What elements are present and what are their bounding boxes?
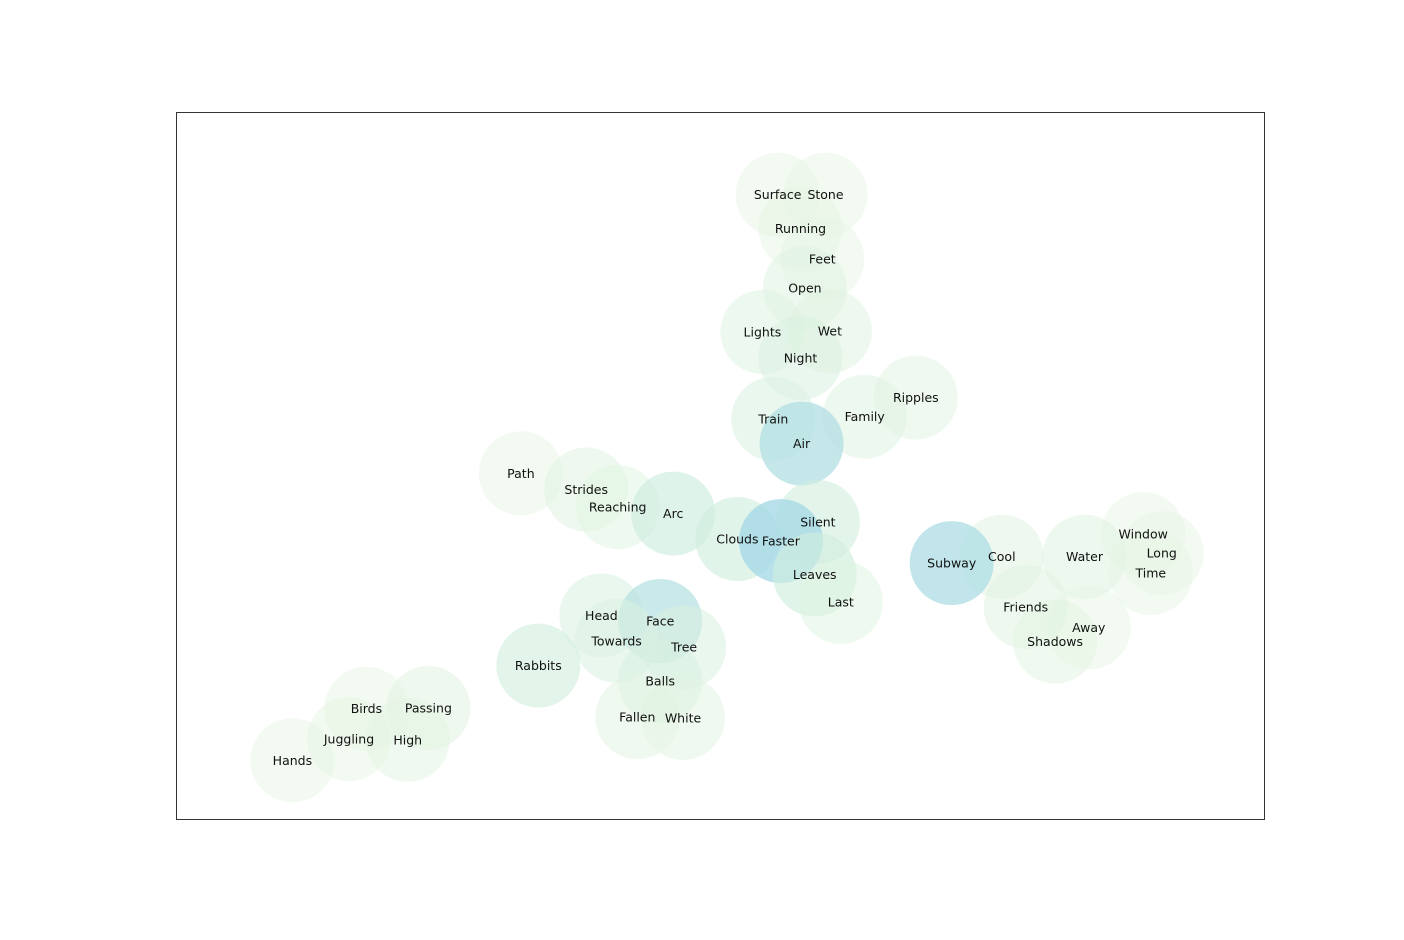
label-clouds: Clouds (716, 532, 758, 547)
label-arc: Arc (663, 506, 683, 521)
bubble-white (641, 675, 725, 760)
label-tree: Tree (670, 640, 697, 655)
label-feet: Feet (809, 252, 836, 267)
bubble-high (365, 697, 450, 782)
label-passing: Passing (405, 701, 452, 716)
label-silent: Silent (800, 515, 835, 530)
bubble-arc (631, 471, 716, 556)
bubble-air (759, 401, 844, 486)
label-birds: Birds (351, 701, 382, 716)
label-subway: Subway (927, 556, 977, 571)
bubble-rabbits (496, 623, 581, 708)
label-water: Water (1066, 549, 1104, 564)
label-ripples: Ripples (893, 390, 939, 405)
label-lights: Lights (744, 324, 782, 339)
label-night: Night (784, 351, 818, 366)
label-family: Family (845, 409, 886, 424)
label-fallen: Fallen (619, 710, 655, 725)
label-long: Long (1147, 546, 1177, 561)
bubble-subway (909, 521, 994, 606)
bubble-hands (250, 718, 335, 803)
label-wet: Wet (818, 324, 842, 339)
label-stone: Stone (807, 187, 843, 202)
label-shadows: Shadows (1027, 634, 1083, 649)
label-friends: Friends (1003, 599, 1048, 614)
bubble-shadows (1013, 599, 1098, 684)
label-rabbits: Rabbits (515, 658, 562, 673)
label-face: Face (646, 614, 675, 629)
label-faster: Faster (762, 534, 801, 549)
label-surface: Surface (754, 187, 802, 202)
label-train: Train (757, 411, 788, 426)
label-hands: Hands (273, 753, 312, 768)
label-high: High (393, 732, 422, 747)
label-last: Last (828, 595, 854, 610)
plot-frame (176, 112, 1265, 820)
label-white: White (665, 710, 702, 725)
label-path: Path (507, 466, 534, 481)
label-window: Window (1119, 527, 1168, 542)
bubble-juggling (307, 697, 391, 782)
bubble-long (1119, 511, 1204, 596)
label-balls: Balls (645, 674, 675, 689)
label-towards: Towards (590, 633, 641, 648)
label-juggling: Juggling (323, 732, 374, 747)
label-open: Open (788, 281, 821, 296)
bubble-family (822, 374, 907, 459)
label-cool: Cool (988, 549, 1016, 564)
label-running: Running (775, 221, 826, 236)
label-strides: Strides (564, 482, 608, 497)
label-away: Away (1072, 620, 1106, 635)
label-head: Head (585, 608, 618, 623)
label-air: Air (793, 436, 811, 451)
label-leaves: Leaves (793, 567, 837, 582)
bubble-water (1042, 514, 1127, 599)
bubble-time (1108, 531, 1193, 615)
bubble-surface (735, 152, 820, 237)
label-time: Time (1135, 566, 1167, 581)
bubble-path (478, 431, 563, 516)
label-reaching: Reaching (589, 500, 647, 515)
bubble-last (798, 560, 883, 644)
bubble-stone (783, 152, 868, 237)
bubble-layer (250, 152, 1204, 803)
